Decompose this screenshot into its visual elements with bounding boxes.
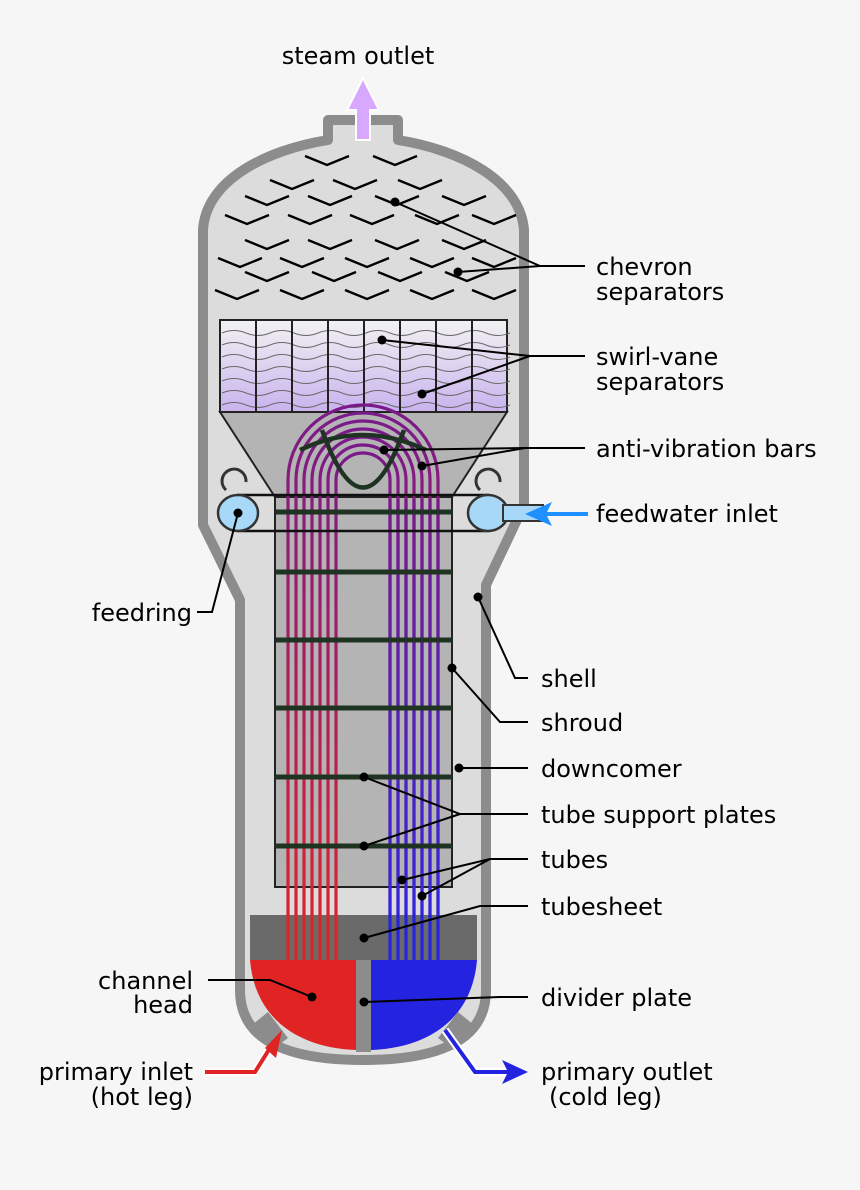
label-divider-plate: divider plate [541,984,692,1012]
anti-vibration-bars [299,429,427,490]
label-tube-support-plates: tube support plates [541,801,776,829]
label-anti-vibration-bars: anti-vibration bars [596,435,817,463]
label-swirl-vane-line2: separators [596,368,724,396]
label-shroud: shroud [541,709,623,737]
swirl-vane-separators [219,319,511,413]
primary-inlet-arrow [205,1030,282,1076]
label-tubesheet: tubesheet [541,893,662,921]
label-swirl-vane-line1: swirl-vane [596,343,718,371]
label-shell: shell [541,665,597,693]
label-primary-inlet-line1: primary inlet [39,1058,193,1086]
label-chevron-separators-line2: separators [596,278,724,306]
label-channel-head-line2: head [133,991,193,1019]
label-primary-outlet-line2: (cold leg) [549,1083,662,1111]
leader-lines [197,197,585,1007]
u-tubes [286,403,440,950]
shroud [274,496,453,888]
label-feedwater-inlet: feedwater inlet [596,500,778,528]
primary-outlet-arrow [441,1027,528,1084]
label-downcomer: downcomer [541,755,682,783]
label-steam-outlet: steam outlet [282,42,435,70]
feedwater-inlet-arrow [525,502,588,526]
label-chevron-separators-line1: chevron [596,253,693,281]
label-channel-head-line1: channel [98,967,193,995]
label-feedring: feedring [92,599,192,627]
label-primary-inlet-line2: (hot leg) [91,1083,193,1111]
steam-outlet-arrow [345,75,381,141]
chevron-separators [214,154,517,301]
label-tubes: tubes [541,846,608,874]
label-primary-outlet-line1: primary outlet [541,1058,713,1086]
